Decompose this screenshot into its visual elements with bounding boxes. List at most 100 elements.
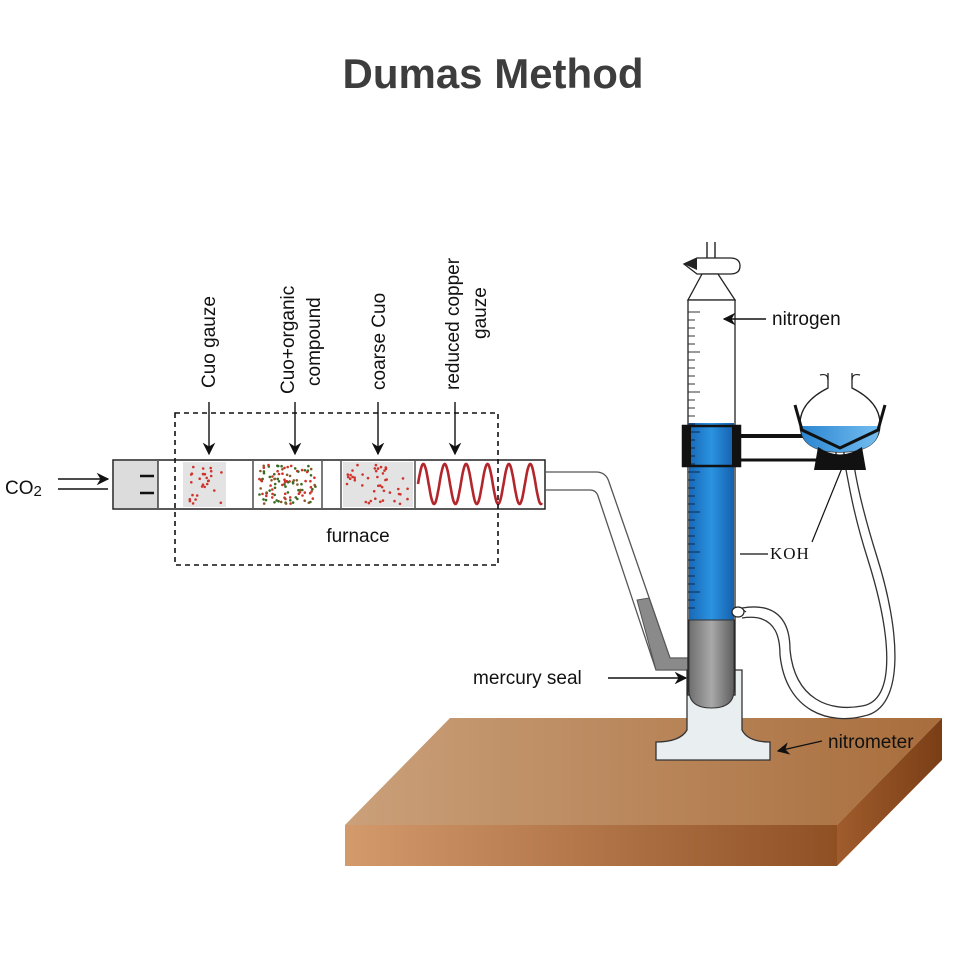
particle (190, 472, 194, 476)
particle (353, 476, 357, 480)
particle (348, 477, 352, 481)
particle (313, 483, 317, 487)
particle (201, 467, 205, 470)
particle (191, 502, 195, 505)
particle (262, 471, 266, 475)
particle (349, 473, 352, 477)
particle (291, 501, 295, 504)
particle (289, 464, 293, 468)
particle (202, 472, 206, 476)
particle (281, 468, 284, 471)
particle (268, 475, 272, 479)
particle (309, 467, 313, 471)
particle (262, 498, 265, 501)
rubber-tubing (741, 464, 896, 720)
furnace-outline (174, 412, 499, 566)
particle (267, 463, 270, 467)
particle (283, 483, 286, 486)
particle (284, 502, 288, 505)
particle (209, 469, 213, 473)
particle (271, 488, 274, 491)
particle (276, 464, 280, 468)
particle (381, 472, 385, 475)
particle (281, 483, 284, 487)
particle (271, 492, 274, 496)
particle (259, 469, 262, 473)
particle (258, 493, 261, 496)
particle (385, 478, 389, 481)
particle (346, 475, 350, 479)
reduced-copper-gauze-coil (416, 462, 544, 506)
particle (308, 491, 312, 495)
particle (388, 491, 392, 494)
particle (265, 491, 268, 494)
particle (313, 476, 316, 480)
particle (276, 469, 279, 473)
particle (275, 499, 279, 502)
particle (195, 494, 199, 497)
cuo-gauze-particles (188, 465, 223, 505)
particle (270, 479, 273, 482)
particle (294, 496, 298, 499)
particle (310, 490, 313, 493)
particle (384, 466, 388, 469)
combustion-tube (112, 459, 546, 510)
cuo-gauze-text: Cuo gauze (199, 296, 220, 388)
koh-reservoir-flask (793, 373, 887, 470)
particle (406, 497, 409, 501)
particle (289, 499, 292, 502)
particle (285, 473, 289, 477)
particle (380, 485, 384, 489)
particle (209, 466, 212, 470)
particle (286, 465, 290, 469)
particle (271, 475, 274, 478)
nitrogen-label: nitrogen (722, 309, 841, 330)
nitrogen-text: nitrogen (772, 309, 841, 330)
delivery-tube (545, 471, 691, 671)
particle (398, 502, 402, 506)
particle (268, 489, 272, 492)
mercury-seal-text: mercury seal (473, 668, 582, 689)
particle (286, 481, 290, 484)
cuo-gauze-label: Cuo gauze (199, 296, 220, 456)
particle (271, 496, 274, 499)
particle (379, 465, 383, 469)
koh-label: KOH (740, 467, 843, 563)
cuo-organic-particles (258, 463, 317, 505)
particle (303, 491, 307, 494)
particle (304, 479, 307, 483)
particle (301, 494, 304, 497)
particle (300, 482, 303, 486)
particle (305, 470, 309, 474)
particle (205, 476, 208, 480)
particle (284, 497, 287, 501)
particle (276, 477, 280, 481)
svg-text:CO2: CO2 (5, 478, 42, 500)
cuo-gauze-section (183, 462, 226, 507)
particle (265, 494, 268, 498)
particle (303, 469, 307, 472)
particle (367, 501, 371, 505)
particle (190, 481, 193, 484)
particle (345, 482, 349, 486)
particle (288, 496, 292, 499)
particle (283, 492, 287, 496)
particle (361, 473, 364, 476)
particle (262, 466, 266, 470)
koh-text: KOH (770, 544, 810, 563)
particle (279, 500, 283, 504)
cuo-organic-text-line2: compound (304, 297, 325, 386)
coarse-cuo-text: coarse Cuo (369, 293, 390, 390)
cuo-organic-section (256, 462, 320, 507)
particle (311, 497, 315, 500)
particle (366, 476, 370, 480)
particle (295, 479, 299, 482)
particle (262, 464, 266, 468)
particle (346, 473, 350, 476)
particle (200, 485, 204, 488)
particle (259, 478, 263, 482)
particle (372, 489, 376, 493)
particle (377, 484, 380, 488)
particle (311, 487, 314, 491)
particle (273, 493, 277, 497)
